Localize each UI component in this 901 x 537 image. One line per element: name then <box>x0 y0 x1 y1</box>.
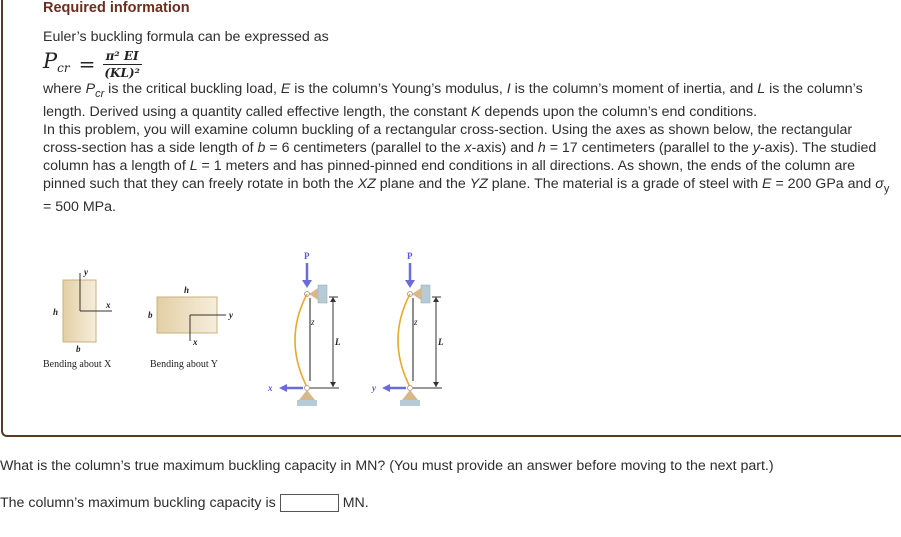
answer-prefix: The column’s maximum buckling capacity i… <box>0 495 276 511</box>
column-xz-plane: P z L x <box>267 251 341 406</box>
section-bending-about-y: h b y x Bending about Y <box>148 285 234 370</box>
svg-text:Bending about Y: Bending about Y <box>150 359 218 370</box>
svg-text:h: h <box>184 285 189 295</box>
svg-text:y: y <box>228 310 234 320</box>
svg-text:h: h <box>53 307 58 317</box>
svg-text:z: z <box>310 317 315 327</box>
euler-formula: Pcr = π² EI (KL)² <box>43 46 893 82</box>
svg-text:L: L <box>334 337 341 347</box>
where-text: where Pcr is the critical buckling load,… <box>43 81 863 120</box>
section-title: Required information <box>43 0 190 16</box>
answer-line: The column’s maximum buckling capacity i… <box>0 494 369 512</box>
section-bending-about-x: y x h b Bending about X <box>43 267 112 370</box>
intro-text: Euler’s buckling formula can be expresse… <box>43 29 329 45</box>
formula-lhs: Pcr <box>43 48 70 75</box>
figure-svg: y x h b Bending about X h b y x Bending … <box>43 251 444 406</box>
svg-text:L: L <box>437 337 444 347</box>
svg-text:x: x <box>192 337 198 347</box>
required-information-content: Required information Euler’s buckling fo… <box>43 0 893 216</box>
column-yz-plane: P z L y <box>371 251 444 406</box>
formula-denominator: (KL)² <box>104 65 140 80</box>
buckling-figure: y x h b Bending about X h b y x Bending … <box>0 245 480 415</box>
svg-text:b: b <box>148 310 153 320</box>
answer-input[interactable] <box>279 494 339 512</box>
svg-text:x: x <box>105 300 111 310</box>
svg-text:P: P <box>304 251 310 261</box>
answer-unit: MN. <box>342 495 369 511</box>
svg-text:Bending about X: Bending about X <box>43 359 112 370</box>
formula-numerator: π² EI <box>102 49 142 65</box>
formula-fraction: π² EI (KL)² <box>102 49 142 80</box>
svg-text:x: x <box>267 383 273 393</box>
svg-text:P: P <box>407 251 413 261</box>
problem-text: In this problem, you will examine column… <box>43 122 890 215</box>
svg-text:z: z <box>413 317 418 327</box>
formula-equals: = <box>78 52 96 76</box>
required-information-panel <box>1 0 901 437</box>
svg-text:y: y <box>83 267 89 277</box>
svg-text:y: y <box>371 383 377 393</box>
svg-text:b: b <box>76 344 81 354</box>
question-text: What is the column’s true maximum buckli… <box>0 458 774 474</box>
